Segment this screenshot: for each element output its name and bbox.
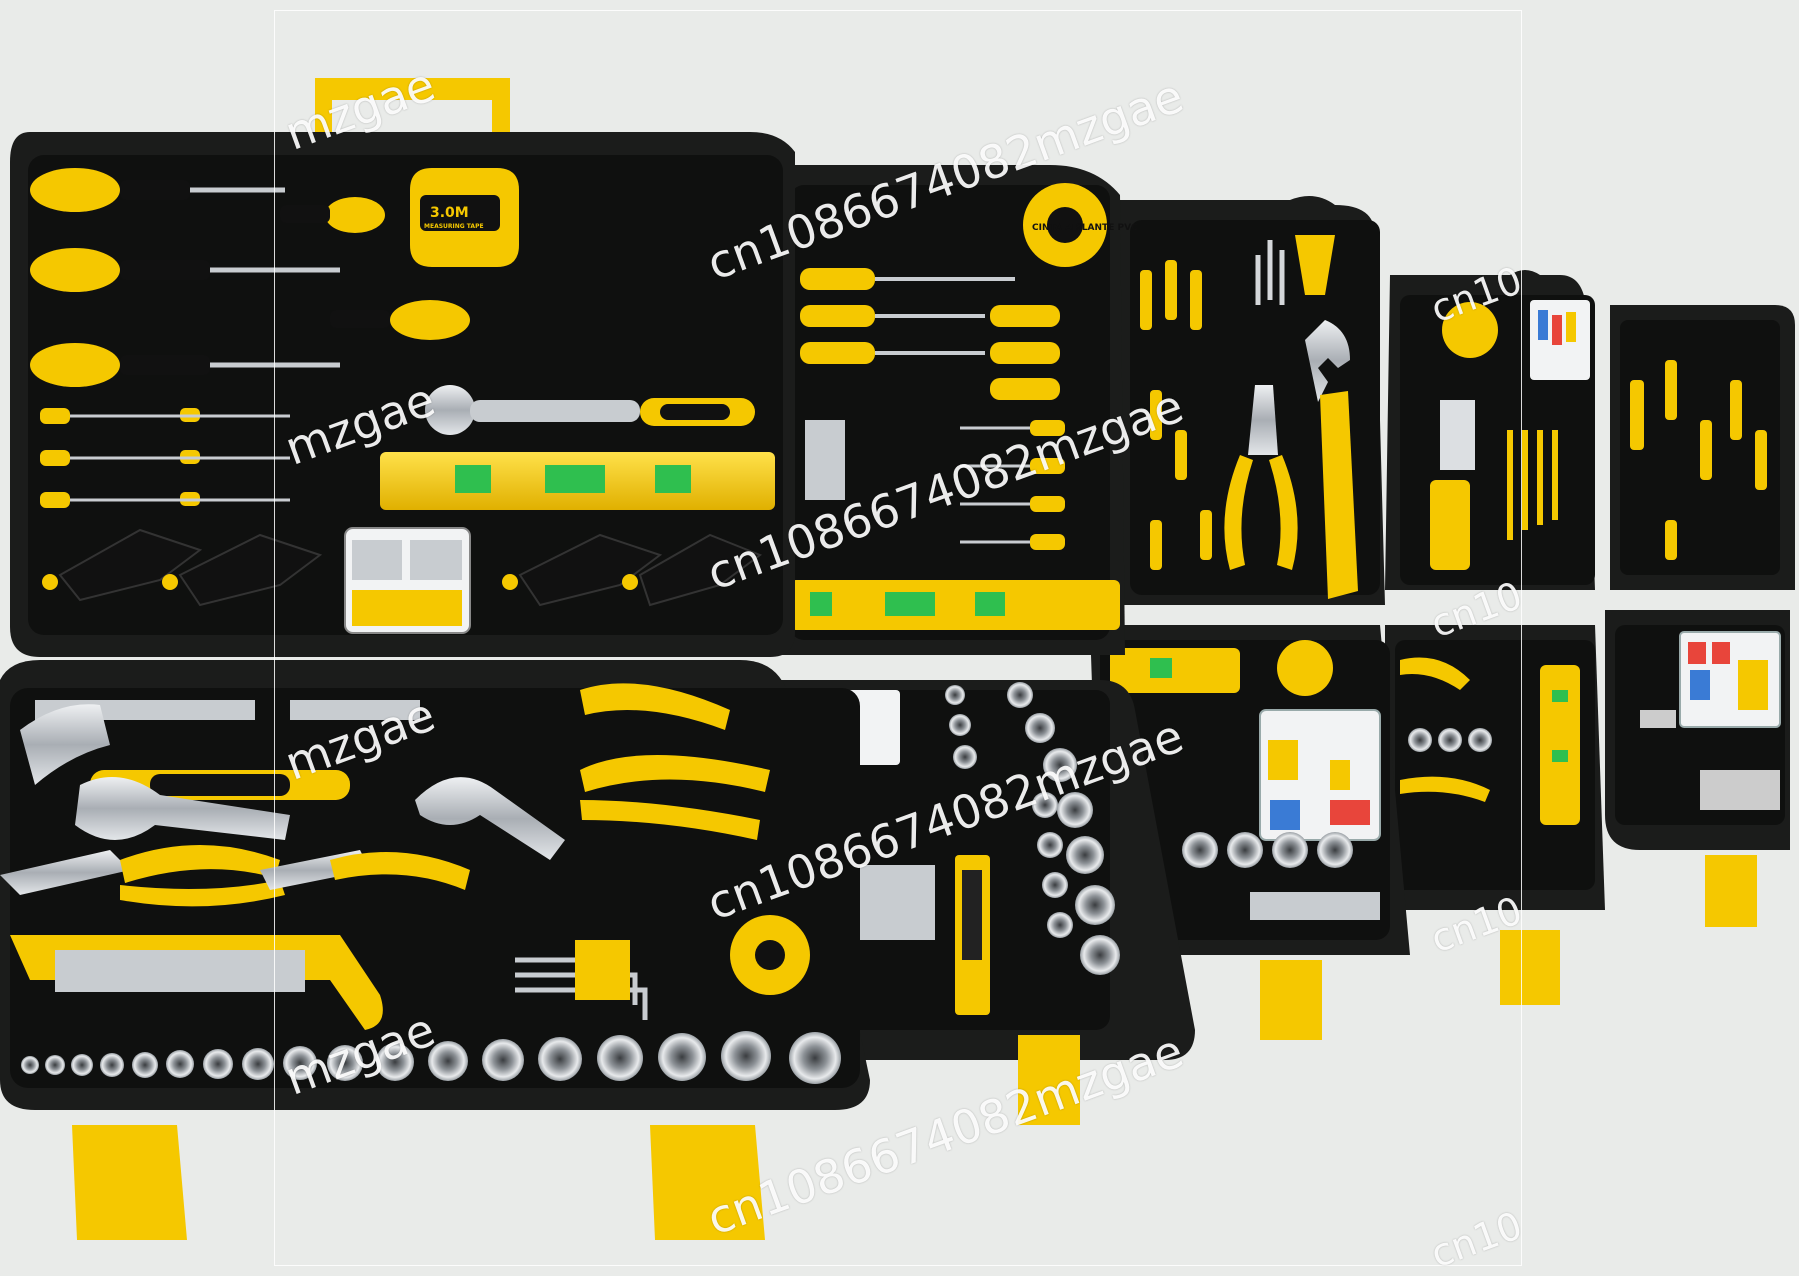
tool-case-3: [1090, 196, 1410, 1040]
case-latch-right: [650, 1125, 765, 1240]
tape-roll-label: CINTA AISLANTE PVC: [1032, 223, 1138, 233]
case-handle: [315, 78, 510, 158]
socket-set: [945, 682, 1120, 975]
tool-case-4: [1385, 270, 1605, 1005]
spirit-level: [380, 452, 775, 510]
adjustable-wrench: [75, 777, 290, 840]
tape-measure-size: 3.0M: [430, 205, 469, 221]
screwdrivers-set: [800, 268, 1065, 550]
tool-case-2: CINTA AISLANTE PVC: [760, 165, 1195, 1125]
spring-clamps: [58, 528, 763, 607]
ratchet-wrench: [425, 385, 755, 435]
parts-box: [344, 527, 471, 634]
socket-row: [21, 1031, 841, 1084]
case-latch-left: [72, 1125, 187, 1240]
pliers: [0, 845, 470, 907]
precision-screwdrivers: [40, 408, 290, 508]
tool-case-5: [1605, 305, 1795, 927]
large-screwdrivers: [30, 168, 470, 387]
combination-wrenches: [511, 181, 759, 314]
tool-case-1: 3.0M MEASURING TAPE: [0, 78, 870, 1240]
tape-measure: 3.0M MEASURING TAPE: [410, 168, 519, 267]
tape-measure-text: MEASURING TAPE: [424, 223, 484, 230]
pipe-wrench-and-cutters: [580, 683, 770, 840]
